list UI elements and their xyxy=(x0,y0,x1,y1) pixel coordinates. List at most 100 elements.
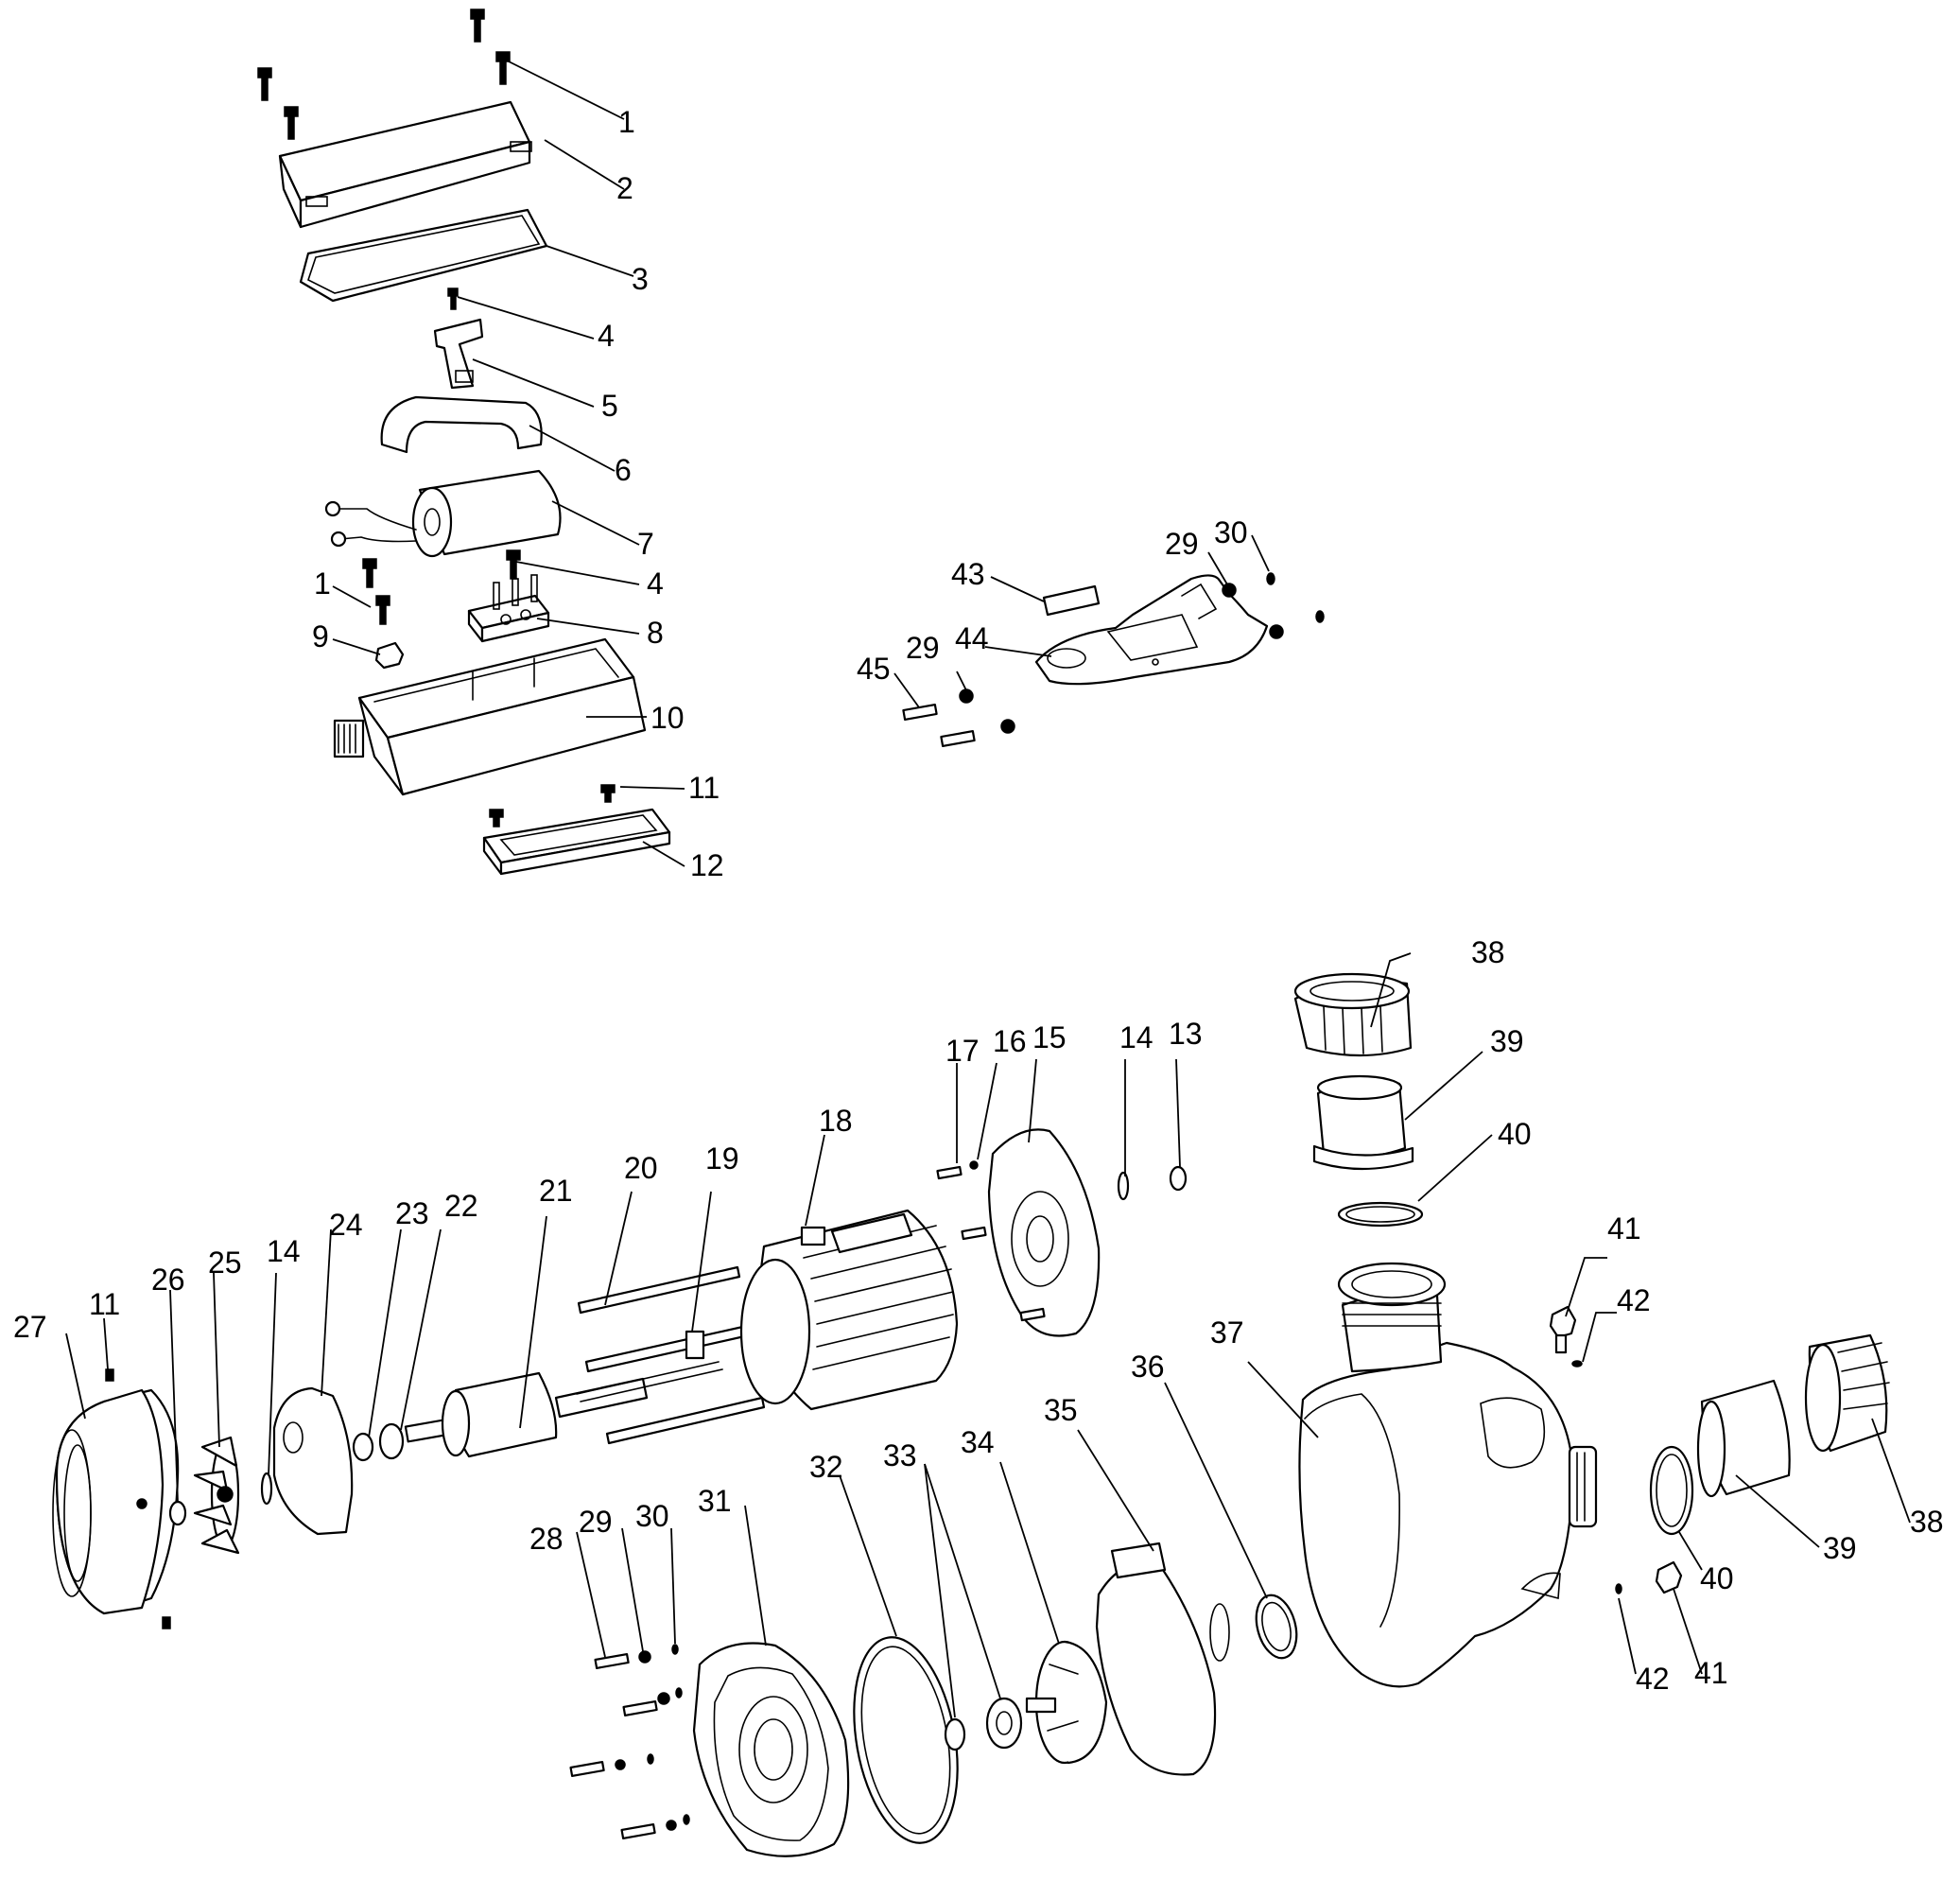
callout-21: 21 xyxy=(539,1174,573,1208)
callout-3: 3 xyxy=(632,262,649,296)
callout-40a: 40 xyxy=(1498,1117,1532,1151)
end-shield-part-24 xyxy=(272,1386,354,1536)
oring-part-36 xyxy=(1255,1594,1298,1660)
rod-assembly-part-19 xyxy=(584,1324,751,1373)
terminal-cover-part-2 xyxy=(278,100,532,229)
union-nut-part-38 xyxy=(1293,972,1413,1057)
callout-39b: 39 xyxy=(1823,1531,1857,1565)
callout-42a: 42 xyxy=(1617,1283,1651,1317)
callout-25: 25 xyxy=(208,1246,242,1280)
callout-34: 34 xyxy=(961,1425,995,1459)
callout-33: 33 xyxy=(883,1438,917,1472)
impeller-part-34 xyxy=(1025,1640,1108,1765)
terminal-box-assembly xyxy=(257,9,671,876)
callout-38a: 38 xyxy=(1471,935,1505,969)
callout-1b: 1 xyxy=(314,566,331,601)
diffuser-part-35 xyxy=(1095,1542,1230,1776)
seal-plate-part-31 xyxy=(692,1642,850,1857)
callout-19: 19 xyxy=(705,1141,739,1176)
callout-41a: 41 xyxy=(1607,1211,1641,1246)
callout-1: 1 xyxy=(618,105,635,139)
callout-22: 22 xyxy=(444,1189,478,1223)
callout-26: 26 xyxy=(151,1263,185,1297)
callout-18: 18 xyxy=(819,1104,853,1138)
callout-9: 9 xyxy=(312,619,329,653)
callout-30b: 30 xyxy=(635,1499,669,1533)
base-foot-assembly xyxy=(902,572,1325,747)
callout-44: 44 xyxy=(955,621,989,655)
callout-28: 28 xyxy=(529,1522,564,1556)
callout-20: 20 xyxy=(624,1151,658,1185)
callout-39a: 39 xyxy=(1490,1024,1524,1058)
callout-10: 10 xyxy=(650,701,685,735)
callout-29a: 29 xyxy=(1165,527,1199,561)
bolt-part-45 xyxy=(902,704,976,747)
callout-6: 6 xyxy=(615,453,632,487)
seal-part-13 xyxy=(1169,1165,1188,1192)
callout-14b: 14 xyxy=(267,1234,301,1268)
callout-11: 11 xyxy=(688,771,720,805)
union-tail-part-39 xyxy=(1312,1074,1414,1171)
circlip-part-26 xyxy=(168,1500,187,1526)
callout-13: 13 xyxy=(1169,1017,1203,1051)
callout-17: 17 xyxy=(945,1034,980,1068)
fan-cover-part-27 xyxy=(52,1388,180,1615)
motor-pump-assembly xyxy=(52,972,1890,1857)
flange-part-15 xyxy=(987,1128,1101,1337)
pad-part-43 xyxy=(1042,584,1101,617)
callout-4: 4 xyxy=(598,319,615,353)
callout-7: 7 xyxy=(637,527,654,561)
bolt-part-28 xyxy=(569,1653,658,1839)
callout-41b: 41 xyxy=(1694,1656,1728,1690)
callout-11b: 11 xyxy=(89,1287,120,1321)
base-plate-part-12 xyxy=(482,808,671,876)
oring-part-40-right xyxy=(1649,1445,1694,1536)
capacitor-shell-part-6 xyxy=(380,395,543,454)
callout-35: 35 xyxy=(1044,1393,1078,1427)
callout-16: 16 xyxy=(993,1024,1027,1058)
union-tail-part-39-right xyxy=(1696,1379,1791,1498)
callout-29b: 29 xyxy=(906,631,940,665)
foot-part-44 xyxy=(1034,574,1269,686)
callout-29c: 29 xyxy=(579,1505,613,1539)
bearing-part-23 xyxy=(352,1432,374,1462)
drain-plug-part-41 xyxy=(1549,1305,1683,1594)
callout-14a: 14 xyxy=(1119,1020,1153,1054)
capacitor-part-7 xyxy=(324,469,562,558)
callout-23: 23 xyxy=(395,1196,429,1230)
callout-31: 31 xyxy=(698,1484,732,1518)
clamp-part-5 xyxy=(433,318,484,390)
terminal-box-part-10 xyxy=(333,637,647,796)
tie-rod-part-20 xyxy=(577,1265,766,1445)
callout-4b: 4 xyxy=(647,566,664,601)
callout-42b: 42 xyxy=(1636,1662,1670,1696)
callout-45: 45 xyxy=(857,652,891,686)
callout-30a: 30 xyxy=(1214,515,1248,549)
screw-part-1-top xyxy=(257,9,511,140)
terminal-block-part-8 xyxy=(467,574,550,643)
grommet-part-9 xyxy=(374,641,405,670)
rotor-part-21 xyxy=(404,1361,723,1458)
bearing-part-22 xyxy=(378,1422,405,1460)
fan-part-25 xyxy=(193,1436,240,1555)
callout-36: 36 xyxy=(1131,1350,1165,1384)
callout-38b: 38 xyxy=(1910,1505,1944,1539)
leader-lines xyxy=(65,60,1911,1718)
callout-37: 37 xyxy=(1210,1315,1244,1350)
screw-part-4-top xyxy=(447,287,459,297)
stator-part-18 xyxy=(739,1209,959,1411)
oring-part-14b xyxy=(1117,1171,1130,1201)
callout-43: 43 xyxy=(951,557,985,591)
callout-8: 8 xyxy=(647,616,664,650)
callout-labels: 1 2 3 4 5 6 7 1 4 8 9 10 11 12 43 29 30 … xyxy=(13,105,1944,1696)
callout-24: 24 xyxy=(329,1208,363,1242)
washer-part-42 xyxy=(1571,1360,1583,1368)
mechanical-seal-part-33 xyxy=(944,1697,1023,1751)
callout-32: 32 xyxy=(809,1450,843,1484)
union-nut-part-38-right xyxy=(1804,1333,1890,1453)
callout-40b: 40 xyxy=(1700,1561,1734,1595)
callout-12: 12 xyxy=(690,848,724,882)
callout-15: 15 xyxy=(1032,1020,1067,1054)
callout-27: 27 xyxy=(13,1310,47,1344)
